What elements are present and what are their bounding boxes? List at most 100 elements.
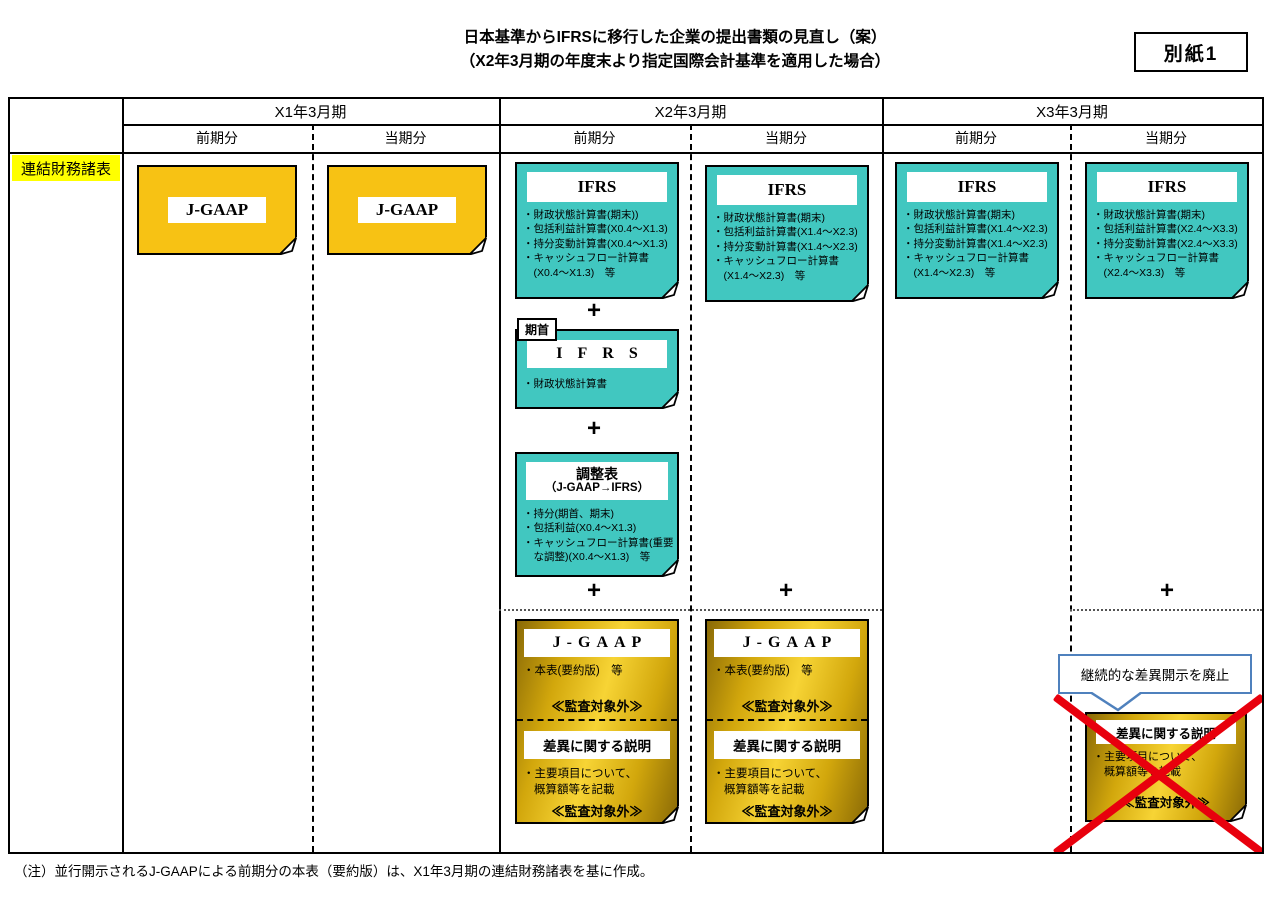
note-line: (X1.4～X2.3) 等 xyxy=(903,266,996,279)
folded-corner-icon xyxy=(279,237,297,255)
header-x3-prev: 前期分 xyxy=(955,130,997,146)
folded-corner-icon xyxy=(851,806,869,824)
note-ifrs-x3-prev: IFRS ・財政状態計算書(期末) ・包括利益計算書(X1.4～X2.3) ・持… xyxy=(895,162,1059,299)
internal-dashed-divider xyxy=(517,719,677,721)
note-line: な調整)(X0.4～X1.3) 等 xyxy=(523,551,651,564)
note-line: ・包括利益計算書(X1.4～X2.3) xyxy=(713,226,858,239)
header-year-x2: X2年3月期 xyxy=(654,104,727,121)
note-line: ・包括利益(X0.4～X1.3) xyxy=(523,522,637,535)
note-line: ・キャッシュフロー計算書 xyxy=(1093,252,1219,265)
audit-exempt-label: ≪監査対象外≫ xyxy=(741,804,833,819)
note-line: ・財政状態計算書(期末) xyxy=(1093,209,1205,221)
note-jgaap-gold-x2-curr: J-GAAP ・本表(要約版) 等 ≪監査対象外≫ 差異に関する説明 ・主要項目… xyxy=(705,619,869,824)
folded-corner-icon xyxy=(661,806,679,824)
folded-corner-icon xyxy=(1231,281,1249,299)
note-line: ・キャッシュフロー計算書 xyxy=(903,252,1029,265)
note-line: 概算額等を記載 xyxy=(534,783,615,796)
audit-exempt-label: ≪監査対象外≫ xyxy=(551,804,643,819)
note-ifrs-x2-prev: IFRS ・財政状態計算書(期末)) ・包括利益計算書(X0.4～X1.3) ・… xyxy=(515,162,679,299)
divider-x3-periods xyxy=(1070,124,1072,852)
note-title: J-GAAP xyxy=(714,629,860,657)
note-ifrs-opening: IFRS ・財政状態計算書 xyxy=(515,329,679,409)
divider-x2-x3 xyxy=(882,99,884,852)
note-line: ・財政状態計算書(期末) xyxy=(713,212,825,224)
note-line: ・キャッシュフロー計算書 xyxy=(713,255,839,268)
red-cross-strikeout xyxy=(1052,693,1262,852)
note-title: IFRS xyxy=(1097,172,1237,202)
dotted-separator-x2 xyxy=(499,609,882,611)
attachment-tag: 別紙1 xyxy=(1134,32,1248,72)
callout-tail xyxy=(1089,692,1143,712)
note-line: ・主要項目について、 xyxy=(523,768,638,780)
note-line: ・持分変動計算書(X1.4～X2.3) xyxy=(713,240,858,253)
divider-header-row1 xyxy=(122,124,1262,126)
note-lines: ・財政状態計算書(期末)) ・包括利益計算書(X0.4～X1.3) ・持分変動計… xyxy=(523,208,675,280)
header-x2-curr: 当期分 xyxy=(765,130,807,146)
note-line: ・本表(要約版) 等 xyxy=(523,665,623,677)
note-line: ・主要項目について、 xyxy=(713,768,828,780)
header-x3-curr: 当期分 xyxy=(1145,130,1187,146)
note-title: IFRS xyxy=(717,175,857,205)
title-line1: 日本基準からIFRSに移行した企業の提出書類の見直し（案） xyxy=(463,29,887,46)
plus-sign: + xyxy=(586,577,601,604)
note-title: 調整表 xyxy=(576,466,618,483)
note-line: 概算額等を記載 xyxy=(724,783,805,796)
note-lines: ・本表(要約版) 等 xyxy=(523,664,675,680)
note-title: IFRS xyxy=(907,172,1047,202)
note-title: J-GAAP xyxy=(358,197,456,223)
header-year-x1: X1年3月期 xyxy=(274,104,347,121)
note-line: ・包括利益計算書(X2.4～X3.3) xyxy=(1093,223,1238,236)
note-title: IFRS xyxy=(527,172,667,202)
folded-corner-icon xyxy=(661,281,679,299)
note-lines: ・財政状態計算書(期末) ・包括利益計算書(X1.4～X2.3) ・持分変動計算… xyxy=(903,208,1055,280)
divider-x2-periods xyxy=(690,124,692,852)
folded-corner-icon xyxy=(851,284,869,302)
kishu-tab: 期首 xyxy=(517,318,558,341)
diff-title: 差異に関する説明 xyxy=(524,731,670,759)
note-jgaap-x1-prev: J-GAAP xyxy=(137,165,297,255)
plus-sign: + xyxy=(586,415,601,442)
note-lines: ・財政状態計算書(期末) ・包括利益計算書(X1.4～X2.3) ・持分変動計算… xyxy=(713,211,865,283)
note-line: ・持分変動計算書(X2.4～X3.3) xyxy=(1093,237,1238,250)
note-line: ・包括利益計算書(X1.4～X2.3) xyxy=(903,223,1048,236)
folded-corner-icon xyxy=(661,391,679,409)
plus-sign: + xyxy=(586,297,601,324)
header-x1-prev: 前期分 xyxy=(196,130,238,146)
note-title: J-GAAP xyxy=(168,197,266,223)
note-jgaap-x1-curr: J-GAAP xyxy=(327,165,487,255)
divider-label-col xyxy=(122,99,124,852)
schedule-table: X1年3月期 X2年3月期 X3年3月期 前期分 当期分 前期分 当期分 前期分… xyxy=(8,97,1264,854)
header-x1-curr: 当期分 xyxy=(384,130,427,146)
note-line: ・財政状態計算書(期末)) xyxy=(523,209,639,221)
plus-sign: + xyxy=(778,577,793,604)
note-line: ・持分(期首、期末) xyxy=(523,508,614,520)
note-title-group: 調整表 （J-GAAP→IFRS） xyxy=(526,462,668,500)
title-line2: （X2年3月期の年度末より指定国際会計基準を適用した場合） xyxy=(459,53,891,71)
footnote: （注）並行開示されるJ-GAAPによる前期分の本表（要約版）は、X1年3月期の連… xyxy=(14,864,654,879)
note-line: ・本表(要約版) 等 xyxy=(713,665,813,677)
note-lines: ・主要項目について、 概算額等を記載 xyxy=(713,767,865,799)
divider-x1-periods xyxy=(312,124,314,852)
dotted-separator-x3 xyxy=(1070,609,1262,611)
divider-x1-x2 xyxy=(499,99,501,852)
note-line: ・キャッシュフロー計算書(重要 xyxy=(523,536,674,549)
note-line: (X0.4～X1.3) 等 xyxy=(523,266,616,279)
diff-title: 差異に関する説明 xyxy=(714,731,860,759)
note-line: (X1.4～X2.3) 等 xyxy=(713,269,806,282)
folded-corner-icon xyxy=(661,559,679,577)
note-line: ・財政状態計算書(期末) xyxy=(903,209,1015,221)
internal-dashed-divider xyxy=(707,719,867,721)
note-line: ・持分変動計算書(X1.4～X2.3) xyxy=(903,237,1048,250)
divider-header-row2 xyxy=(10,152,1262,154)
folded-corner-icon xyxy=(1041,281,1059,299)
folded-corner-icon xyxy=(469,237,487,255)
header-x2-prev: 前期分 xyxy=(573,130,616,146)
note-reconciliation: 調整表 （J-GAAP→IFRS） ・持分(期首、期末) ・包括利益(X0.4～… xyxy=(515,452,679,577)
note-jgaap-gold-x2-prev: J-GAAP ・本表(要約版) 等 ≪監査対象外≫ 差異に関する説明 ・主要項目… xyxy=(515,619,679,824)
note-ifrs-x2-curr: IFRS ・財政状態計算書(期末) ・包括利益計算書(X1.4～X2.3) ・持… xyxy=(705,165,869,302)
audit-exempt-label: ≪監査対象外≫ xyxy=(551,699,643,714)
note-subtitle: （J-GAAP→IFRS） xyxy=(544,482,650,495)
note-lines: ・持分(期首、期末) ・包括利益(X0.4～X1.3) ・キャッシュフロー計算書… xyxy=(523,507,675,565)
note-lines: ・本表(要約版) 等 xyxy=(713,664,865,680)
